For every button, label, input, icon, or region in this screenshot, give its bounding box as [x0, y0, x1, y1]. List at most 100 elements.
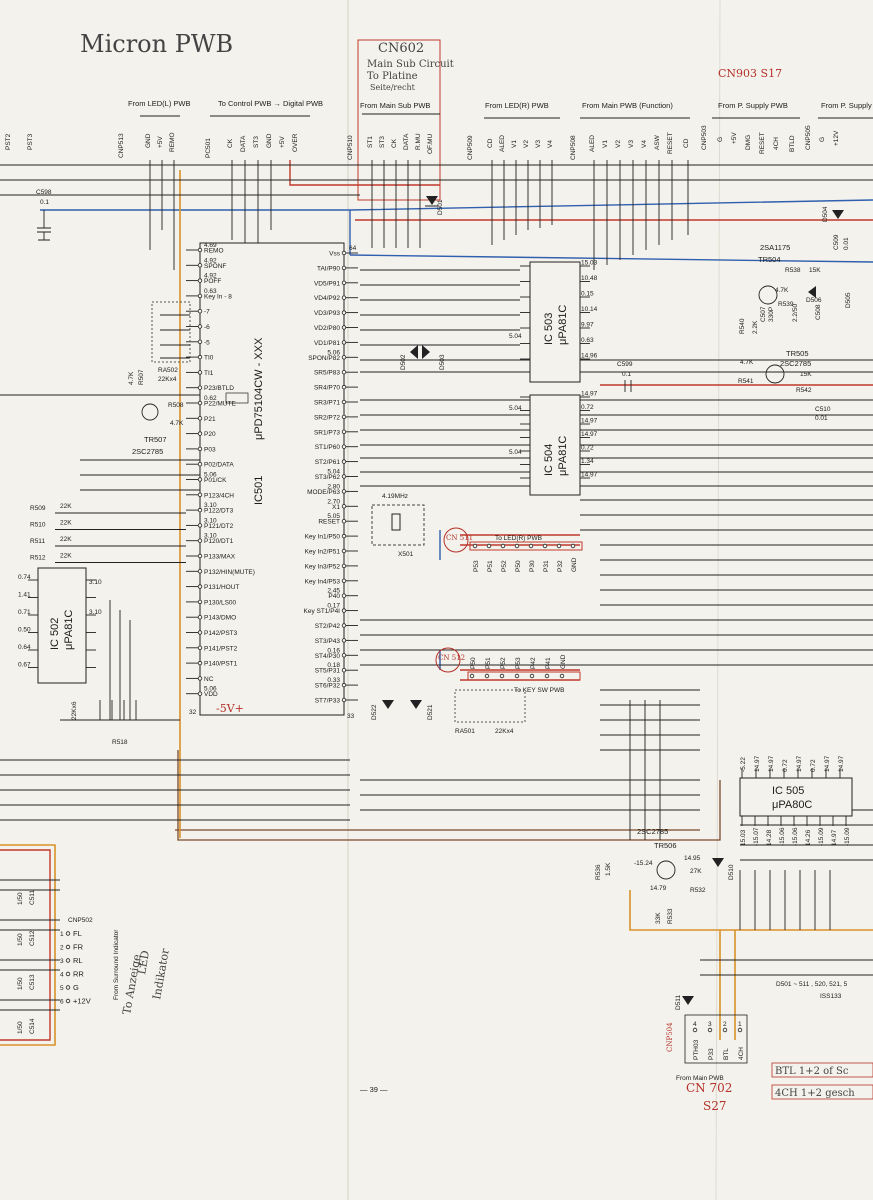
- ic501-pin: [197, 523, 203, 528]
- ic501-pin: [197, 354, 203, 360]
- ic503-voltage: 10.14: [581, 306, 598, 313]
- ic501-pin: [197, 263, 203, 268]
- ic501-pin-label: -6: [204, 324, 210, 331]
- ic501-pin-label: P131/HOUT: [204, 584, 239, 591]
- ic504-body: [529, 394, 581, 496]
- transistor-tr504: 2SA1175 TR504 R538 15K 4.7K R539 C507 33…: [739, 243, 822, 334]
- pin-name: GND: [266, 133, 273, 148]
- ic501-pin: [197, 691, 203, 696]
- ic501-pin-label: P141/PST2: [204, 645, 238, 652]
- pin-name: V2: [523, 140, 530, 148]
- ic503-body: [529, 261, 581, 383]
- connector-pin: [722, 1027, 728, 1033]
- ic501-pin-label: P133/MAX: [204, 554, 236, 561]
- resistor-value: 22K: [60, 503, 72, 510]
- resistor-ref: R509: [30, 505, 46, 512]
- resistor-ref: R511: [30, 538, 45, 545]
- ic501-pin-label: P143/DMO: [204, 615, 236, 622]
- pin-name: V2: [615, 140, 622, 148]
- ic501-pin-label: SR3/P71: [314, 400, 340, 407]
- ic504-voltage: 0.72: [581, 445, 594, 452]
- ic501-pin-voltage: 5.05: [327, 513, 340, 520]
- tr504-part-item: C508: [815, 304, 822, 320]
- diode-d505: D505: [845, 292, 852, 308]
- ic501-pin-label: P122/DT3: [204, 508, 234, 515]
- ic501-top-pin: 64: [349, 245, 357, 252]
- ic501-pin: [341, 459, 347, 464]
- ic501-pin-voltage: 3.10: [204, 517, 217, 524]
- tr504-part-item: 15K: [809, 267, 821, 274]
- ra501-ref: RA501: [455, 728, 475, 735]
- s27-note: S27: [703, 1099, 727, 1113]
- ic504-name: IC 504: [543, 444, 555, 476]
- diode-label: D504: [822, 206, 829, 222]
- ic501-pin: [341, 623, 347, 628]
- tr505-ref: TR505: [786, 349, 809, 358]
- ic501-pin: [197, 278, 203, 283]
- paper-fold: [715, 0, 721, 1200]
- diode-d501: D501: [425, 196, 444, 215]
- ic501-pin: [197, 630, 203, 635]
- pin-name: OF.MU: [427, 133, 434, 154]
- pin-name: R.MU: [415, 133, 422, 150]
- connector-pin: [486, 543, 492, 549]
- ic501-pin-label: ST2/P61: [315, 459, 341, 466]
- ic501-pin-label: TAI/P90: [317, 265, 340, 272]
- pin-name: V4: [641, 140, 648, 148]
- ic505-voltage: -15.06: [792, 827, 799, 846]
- diode-note: D501 ~ 511 , 520, 521, 5: [776, 981, 848, 988]
- ic501-pin: [197, 538, 203, 543]
- pin-name: V1: [602, 140, 609, 148]
- tr504-ref: TR504: [758, 255, 781, 264]
- connector-cnp513: From LED(L) PWB CNP513 GND +5V REMO: [118, 99, 191, 158]
- ic501-pin-label: ST3/P62: [315, 474, 341, 481]
- r518-ref: R518: [112, 739, 128, 746]
- ic501-pin-label: P140/PST1: [204, 661, 238, 668]
- left-pin-pst3: PST3: [27, 133, 34, 150]
- resistor-ref: R512: [30, 555, 46, 562]
- connector-pin: [514, 673, 520, 679]
- ic501-pin: [197, 385, 203, 390]
- crystal-x501: 4.19MHz X501: [371, 493, 425, 558]
- cnp502-title: CNP502: [68, 917, 93, 924]
- ic504-voltage: 14.97: [581, 472, 598, 479]
- ic501-pin-voltage: 0.62: [204, 395, 217, 402]
- connector-pin: [65, 971, 71, 977]
- cn602-note: To Platine: [367, 71, 418, 82]
- r507-val: 4.7K: [128, 371, 135, 385]
- ic501-pin-label: Key In2/P51: [305, 549, 341, 556]
- ic501-pin-voltage: 0.63: [204, 288, 217, 295]
- ic501-bottom-pin: 32: [189, 709, 197, 716]
- tr506-part: 2SC2785: [637, 827, 668, 836]
- connector-pin: [484, 673, 490, 679]
- tr504-part-item: R538: [785, 267, 801, 274]
- ic501-pin: [341, 444, 347, 449]
- pin-name: +5V: [731, 132, 738, 144]
- resistor-ref: R510: [30, 522, 46, 529]
- resistor-value: 22K: [60, 536, 72, 543]
- connector-pin: [528, 543, 534, 549]
- ic501-pin-label: VD4/P92: [314, 295, 340, 302]
- ic501-bottom-pin: 33: [347, 713, 355, 720]
- ic505-voltage: -5.22: [740, 757, 747, 772]
- ic501-pin: [197, 293, 203, 299]
- connector-cnp505: From P. Supply CNP505 G +12V: [805, 101, 872, 150]
- ic501-pin-label: SR4/P70: [314, 385, 340, 392]
- ic501-pin-label: SPONF: [204, 263, 226, 270]
- diode-label: D511: [675, 995, 682, 1010]
- ic501-pin: [341, 399, 347, 405]
- ic505-part: μPA80C: [772, 799, 812, 811]
- c599-val: 0.1: [622, 371, 631, 378]
- ic501-pin-label: Key In3/P52: [305, 563, 341, 570]
- ic501-pin: [197, 477, 203, 482]
- key-pin-label: P50: [515, 560, 522, 572]
- ic502-voltage: 1.41: [18, 592, 31, 599]
- diode-d510: D510: [712, 858, 735, 880]
- connector-pin: [472, 543, 478, 549]
- diode-d511: D511: [675, 995, 694, 1010]
- ic501-pin: [341, 414, 347, 420]
